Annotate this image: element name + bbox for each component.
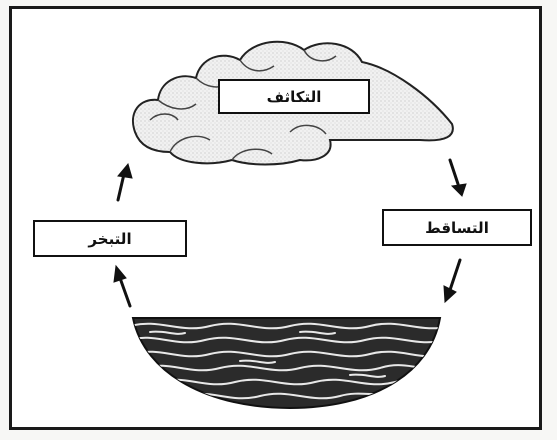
- precipitation-text: التساقط: [425, 218, 489, 237]
- arrow-icon: [443, 258, 462, 304]
- evaporation-label: التبخر: [33, 220, 187, 257]
- condensation-text: التكاثف: [266, 87, 322, 106]
- condensation-label: التكاثف: [218, 79, 370, 114]
- arrow-icon: [448, 158, 467, 197]
- arrow-icon: [113, 264, 132, 308]
- water-waves-icon: [131, 317, 442, 410]
- arrow-icon: [116, 162, 133, 202]
- precipitation-label: التساقط: [382, 209, 532, 246]
- evaporation-text: التبخر: [88, 229, 132, 248]
